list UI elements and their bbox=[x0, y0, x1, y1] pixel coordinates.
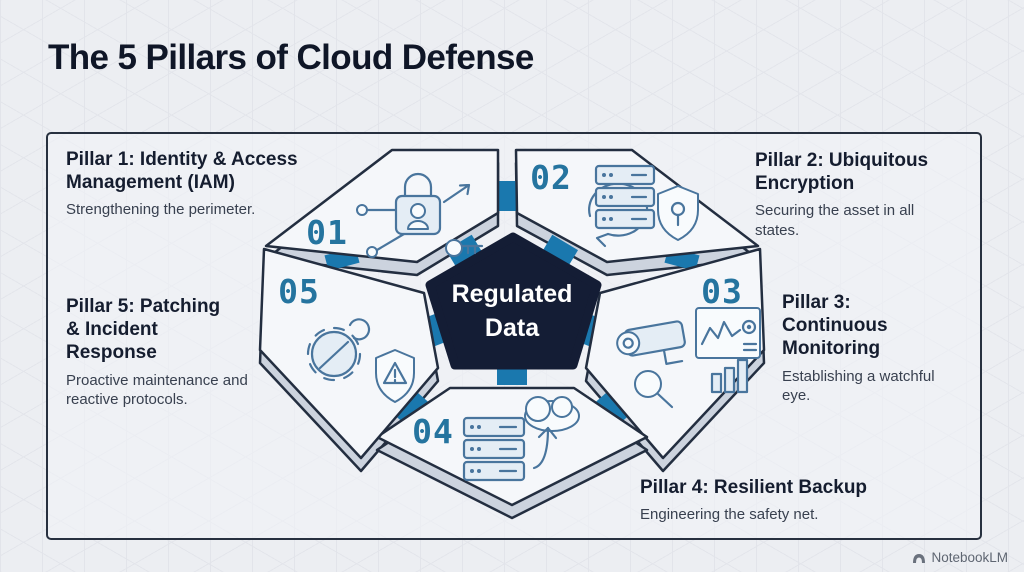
pillar-5-text: Pillar 5: Patching & Incident Response P… bbox=[66, 295, 258, 409]
pillar-4-heading: Pillar 4: Resilient Backup bbox=[640, 477, 868, 498]
step-number-2: 02 bbox=[530, 158, 572, 197]
regulated-data-label: Regulated Data bbox=[451, 280, 573, 342]
notebooklm-logo-icon bbox=[913, 553, 926, 563]
padlock-user-key-icon bbox=[356, 172, 484, 258]
pillar-1-text: Pillar 1: Identity & Access Management (… bbox=[66, 148, 336, 220]
pillar-4-description: Engineering the safety net. bbox=[640, 506, 819, 524]
gear-wrench-shield-icon bbox=[306, 318, 415, 403]
encrypted-server-shield-icon bbox=[588, 164, 699, 248]
step-number-1: 01 bbox=[306, 213, 348, 252]
pillar-1-description: Strengthening the perimeter. bbox=[66, 201, 256, 219]
pillar-5-heading: Pillar 5: Patching & Incident Response bbox=[66, 296, 221, 364]
pillar-4-text: Pillar 4: Resilient Backup Engineering t… bbox=[640, 476, 867, 524]
surveillance-camera-dashboard-icon bbox=[616, 307, 761, 409]
step-number-4: 04 bbox=[412, 412, 454, 451]
server-cloud-backup-icon bbox=[462, 396, 580, 482]
step-number-5: 05 bbox=[278, 272, 320, 311]
tile-pillar-3 bbox=[584, 247, 766, 460]
pillar-5-description: Proactive maintenance and reactive proto… bbox=[66, 371, 248, 408]
step-number-3: 03 bbox=[701, 272, 743, 311]
regulated-data-pentagon bbox=[425, 232, 602, 370]
pillar-3-heading: Pillar 3: Continuous Monitoring bbox=[782, 292, 888, 360]
pillar-3-description: Establishing a watchful eye. bbox=[782, 367, 935, 404]
notebooklm-watermark: NotebookLM bbox=[912, 550, 1008, 565]
pillar-2-heading: Pillar 2: Ubiquitous Encryption bbox=[755, 150, 929, 195]
watermark-brand: NotebookLM bbox=[931, 550, 1008, 565]
page-title: The 5 Pillars of Cloud Defense bbox=[48, 38, 534, 77]
pillar-2-text: Pillar 2: Ubiquitous Encryption Securing… bbox=[755, 149, 970, 240]
tile-pillar-1 bbox=[264, 148, 500, 264]
pillar-1-heading: Pillar 1: Identity & Access Management (… bbox=[66, 149, 298, 194]
pillar-3-text: Pillar 3: Continuous Monitoring Establis… bbox=[782, 291, 954, 405]
pillar-2-description: Securing the asset in all states. bbox=[755, 202, 915, 239]
